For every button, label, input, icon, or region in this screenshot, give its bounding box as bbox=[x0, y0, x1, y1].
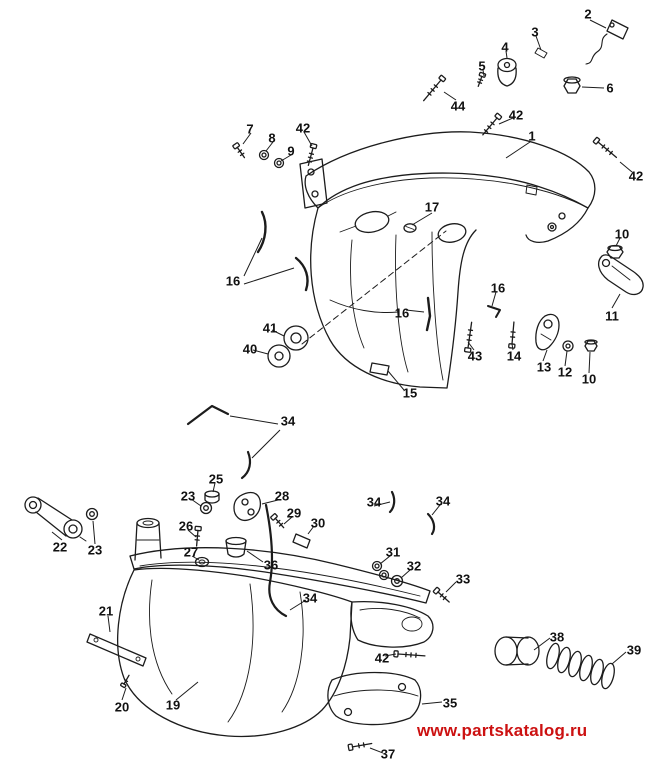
leader-lines bbox=[51, 19, 633, 754]
lower-parts-drawing bbox=[24, 404, 615, 752]
upper-cover-drawing bbox=[299, 131, 596, 389]
watermark: www.partskatalog.ru bbox=[417, 721, 588, 740]
upper-parts-drawing bbox=[232, 19, 644, 376]
lower-gearcase-drawing bbox=[86, 503, 434, 738]
